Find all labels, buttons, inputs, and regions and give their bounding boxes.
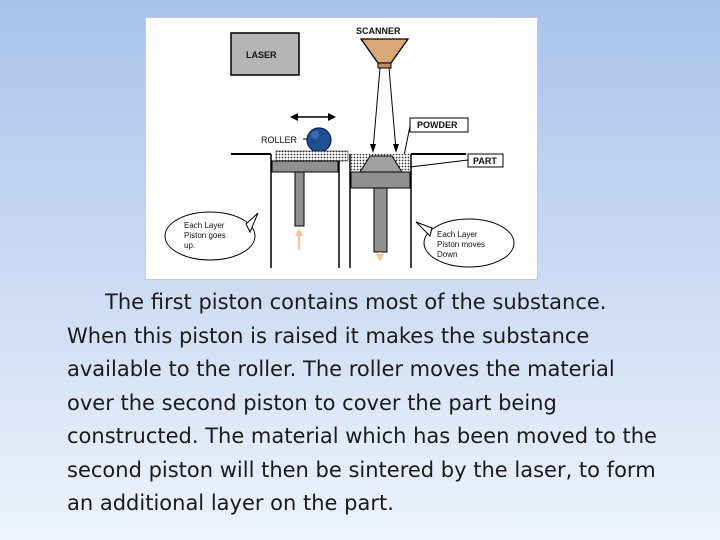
up-arrowhead (295, 228, 303, 236)
roller-highlight (311, 131, 319, 139)
part-pointer (401, 159, 469, 169)
right-callout-line-1: Each Layer (437, 230, 478, 239)
roller-arrowhead-right (328, 113, 336, 121)
right-callout-tail (415, 221, 433, 237)
part-label: PART (473, 156, 497, 166)
caption-paragraph: The first piston contains most of the su… (67, 290, 657, 515)
left-callout-line-1: Each Layer (184, 221, 225, 230)
roller-label: ROLLER (261, 135, 298, 145)
laser-label: LASER (246, 50, 277, 60)
roller (306, 127, 332, 153)
beam-arrowhead-left (370, 144, 376, 153)
sls-process-diagram: LASER SCANNER POWDER PART ROLLER (145, 17, 538, 280)
right-callout-line-3: Down (437, 250, 457, 259)
down-arrowhead (376, 254, 384, 262)
laser-beam-right (388, 67, 397, 151)
right-piston-head (350, 171, 411, 189)
diagram-canvas: LASER SCANNER POWDER PART ROLLER (164, 26, 515, 268)
right-piston-rod (373, 187, 388, 253)
beam-arrowhead-right (393, 144, 399, 153)
laser-box (230, 32, 300, 76)
scanner-mirror (359, 38, 410, 64)
roller-arrowhead-left (290, 113, 298, 121)
powder-pointer (403, 125, 411, 157)
right-callout-bubble (423, 218, 515, 268)
powder-label-box (409, 117, 469, 133)
left-callout-tail (245, 212, 259, 234)
left-callout-bubble (164, 211, 256, 261)
left-piston-rod (294, 171, 305, 227)
left-piston-head (271, 160, 339, 173)
left-callout-line-2: Piston goes (184, 231, 226, 240)
powder-label: POWDER (417, 120, 458, 130)
scanner-head (377, 62, 392, 69)
scanner-label: SCANNER (356, 26, 401, 36)
left-callout-line-3: up. (184, 241, 195, 250)
right-callout-line-2: Piston moves (437, 240, 485, 249)
laser-beam-left (372, 67, 381, 151)
left-powder-bed (275, 150, 349, 162)
